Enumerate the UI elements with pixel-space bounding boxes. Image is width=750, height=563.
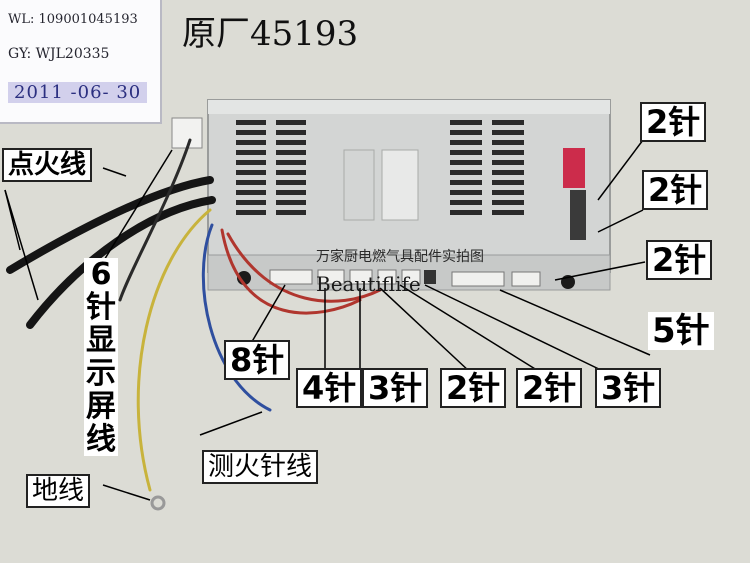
label-display-wire-char: 针 — [86, 290, 116, 325]
label-5-pin: 5针 — [648, 312, 714, 350]
label-display-wire-char: 屏 — [86, 389, 116, 424]
wiring — [6, 138, 382, 492]
label-3-pin-b: 3针 — [595, 368, 662, 408]
label-display-wire-char: 线 — [86, 422, 116, 457]
date-stamp: 2011 -06- 30 — [8, 82, 148, 103]
label-2-pin-right-low: 2针 — [646, 240, 713, 280]
label-display-wire: 6 针 显 示 屏 线 — [84, 258, 118, 456]
label-2-pin-right-top: 2针 — [640, 102, 707, 142]
watermark-en: Beautiflife — [316, 272, 421, 296]
wl-number: WL: 109001045193 — [8, 12, 138, 27]
serial-label-sticker: WL: 109001045193 GY: WJL20335 2011 -06- … — [0, 0, 162, 124]
label-ground-wire: 地线 — [26, 474, 91, 508]
label-8-pin: 8针 — [224, 340, 291, 380]
callout-lines — [4, 139, 651, 501]
ground-ring — [150, 495, 166, 511]
label-3-pin-a: 3针 — [362, 368, 429, 408]
label-flame-probe-wire: 测火针线 — [202, 450, 319, 484]
controller-board — [171, 99, 611, 291]
label-display-wire-char: 6 — [90, 257, 112, 292]
label-display-wire-char: 显 — [86, 323, 116, 358]
watermark-cn: 万家厨电燃气具配件实拍图 — [316, 249, 484, 265]
label-display-wire-char: 示 — [86, 356, 116, 391]
label-4-pin: 4针 — [296, 368, 363, 408]
label-2-pin-b: 2针 — [516, 368, 583, 408]
label-ignition-wire: 点火线 — [2, 148, 93, 182]
label-2-pin-a: 2针 — [440, 368, 507, 408]
gy-number: GY: WJL20335 — [8, 46, 110, 62]
label-2-pin-right-mid: 2针 — [642, 170, 709, 210]
page-title: 原厂45193 — [182, 14, 359, 54]
